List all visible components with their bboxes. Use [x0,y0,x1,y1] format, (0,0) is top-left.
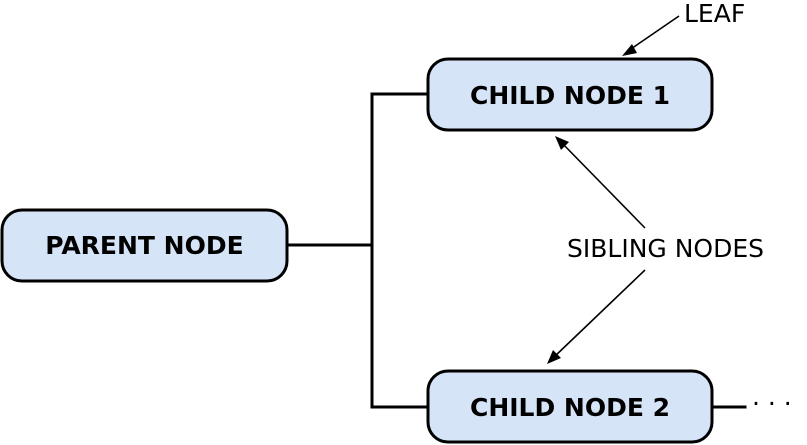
sibling-arrow-to-child2 [552,269,646,359]
child-node-2-box [426,369,714,444]
sibling-arrow-to-child1 [559,140,646,229]
parent-node: PARENT NODE [0,208,289,283]
leaf-arrow [627,15,680,52]
leaf-label: LEAF [684,0,745,28]
child-node-1-label: CHILD NODE 1 [470,81,670,110]
continuation-dots: · · · [752,389,792,418]
sibling-nodes-label: SIBLING NODES [567,234,764,263]
child-node-1: CHILD NODE 1 [426,57,714,132]
sibling-arrowhead-child2 [547,350,561,364]
sibling-arrowhead-child1 [555,136,569,150]
parent-node-box [0,208,289,283]
leaf-arrowhead [622,44,637,56]
parent-node-label: PARENT NODE [45,231,243,260]
child-node-2-label: CHILD NODE 2 [470,393,670,422]
child-node-2: CHILD NODE 2 [426,369,714,444]
child-node-1-box [426,57,714,132]
